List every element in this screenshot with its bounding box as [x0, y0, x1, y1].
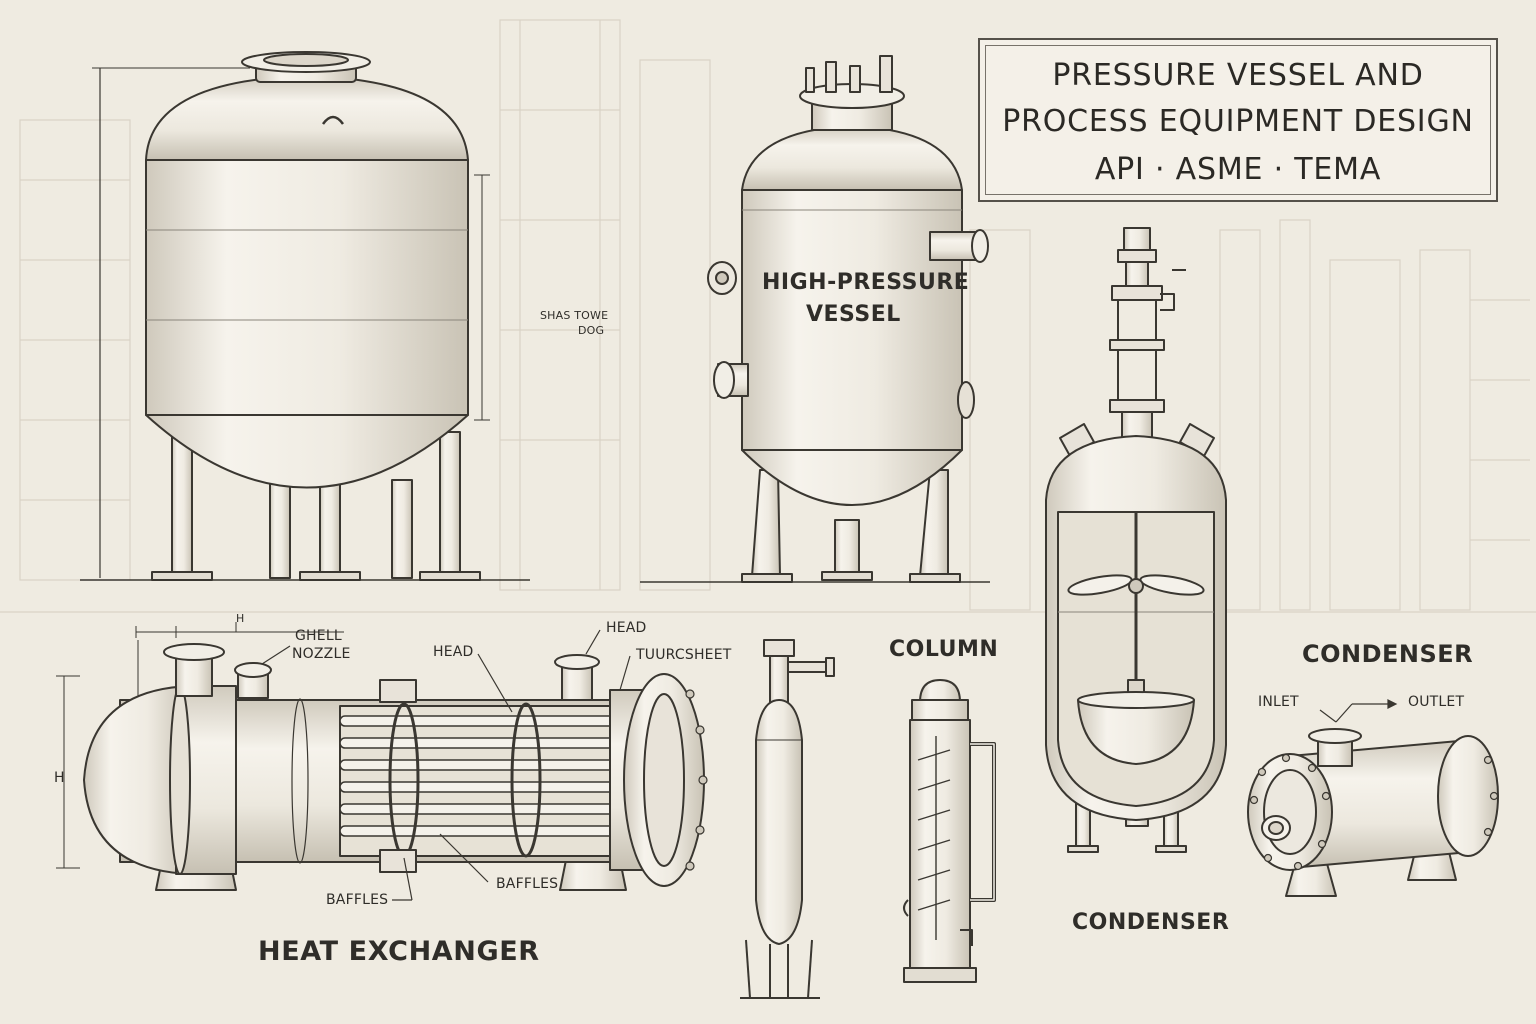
label-nozzle: NOZZLE: [292, 646, 351, 662]
label-dog: DOG: [578, 324, 605, 337]
label-condenser-bottom: CONDENSER: [1072, 910, 1230, 935]
label-outlet: OUTLET: [1408, 694, 1465, 710]
label-shas-towe: SHAS TOWE: [540, 309, 609, 322]
label-baffles-right: BAFFLES: [496, 876, 559, 892]
label-condenser-top: CONDENSER: [1302, 640, 1474, 668]
label-ghell: GHELL: [295, 628, 342, 644]
label-high-pressure: HIGH-PRESSURE: [762, 270, 970, 295]
label-dim-h-left: H: [54, 770, 65, 786]
label-baffles-left: BAFFLES: [326, 892, 389, 908]
stirred-reactor: [1045, 227, 1227, 853]
title-box: PRESSURE VESSEL AND PROCESS EQUIPMENT DE…: [978, 38, 1498, 202]
label-column: COLUMN: [889, 637, 999, 662]
label-tuurcsheet: TUURCSHEET: [636, 647, 732, 663]
title-line-3: API · ASME · TEMA: [1094, 152, 1382, 187]
leader-lines: [261, 629, 1398, 901]
label-inlet: INLET: [1258, 694, 1299, 710]
title-line-2: PROCESS EQUIPMENT DESIGN: [1002, 104, 1474, 139]
storage-tank: [92, 51, 490, 581]
label-heat-exchanger: HEAT EXCHANGER: [258, 936, 540, 967]
background-refinery-sketch: [0, 19, 1536, 613]
tall-column: [740, 639, 835, 999]
title-line-1: PRESSURE VESSEL AND: [1052, 58, 1424, 93]
label-vessel: VESSEL: [806, 302, 901, 327]
label-head-left: HEAD: [433, 644, 474, 660]
label-head-right: HEAD: [606, 620, 647, 636]
distillation-column: [903, 679, 996, 983]
label-dim-h-small: H: [236, 612, 245, 625]
high-pressure-vessel: [707, 55, 989, 583]
condenser: [1247, 728, 1499, 897]
heat-exchanger: [56, 622, 708, 891]
